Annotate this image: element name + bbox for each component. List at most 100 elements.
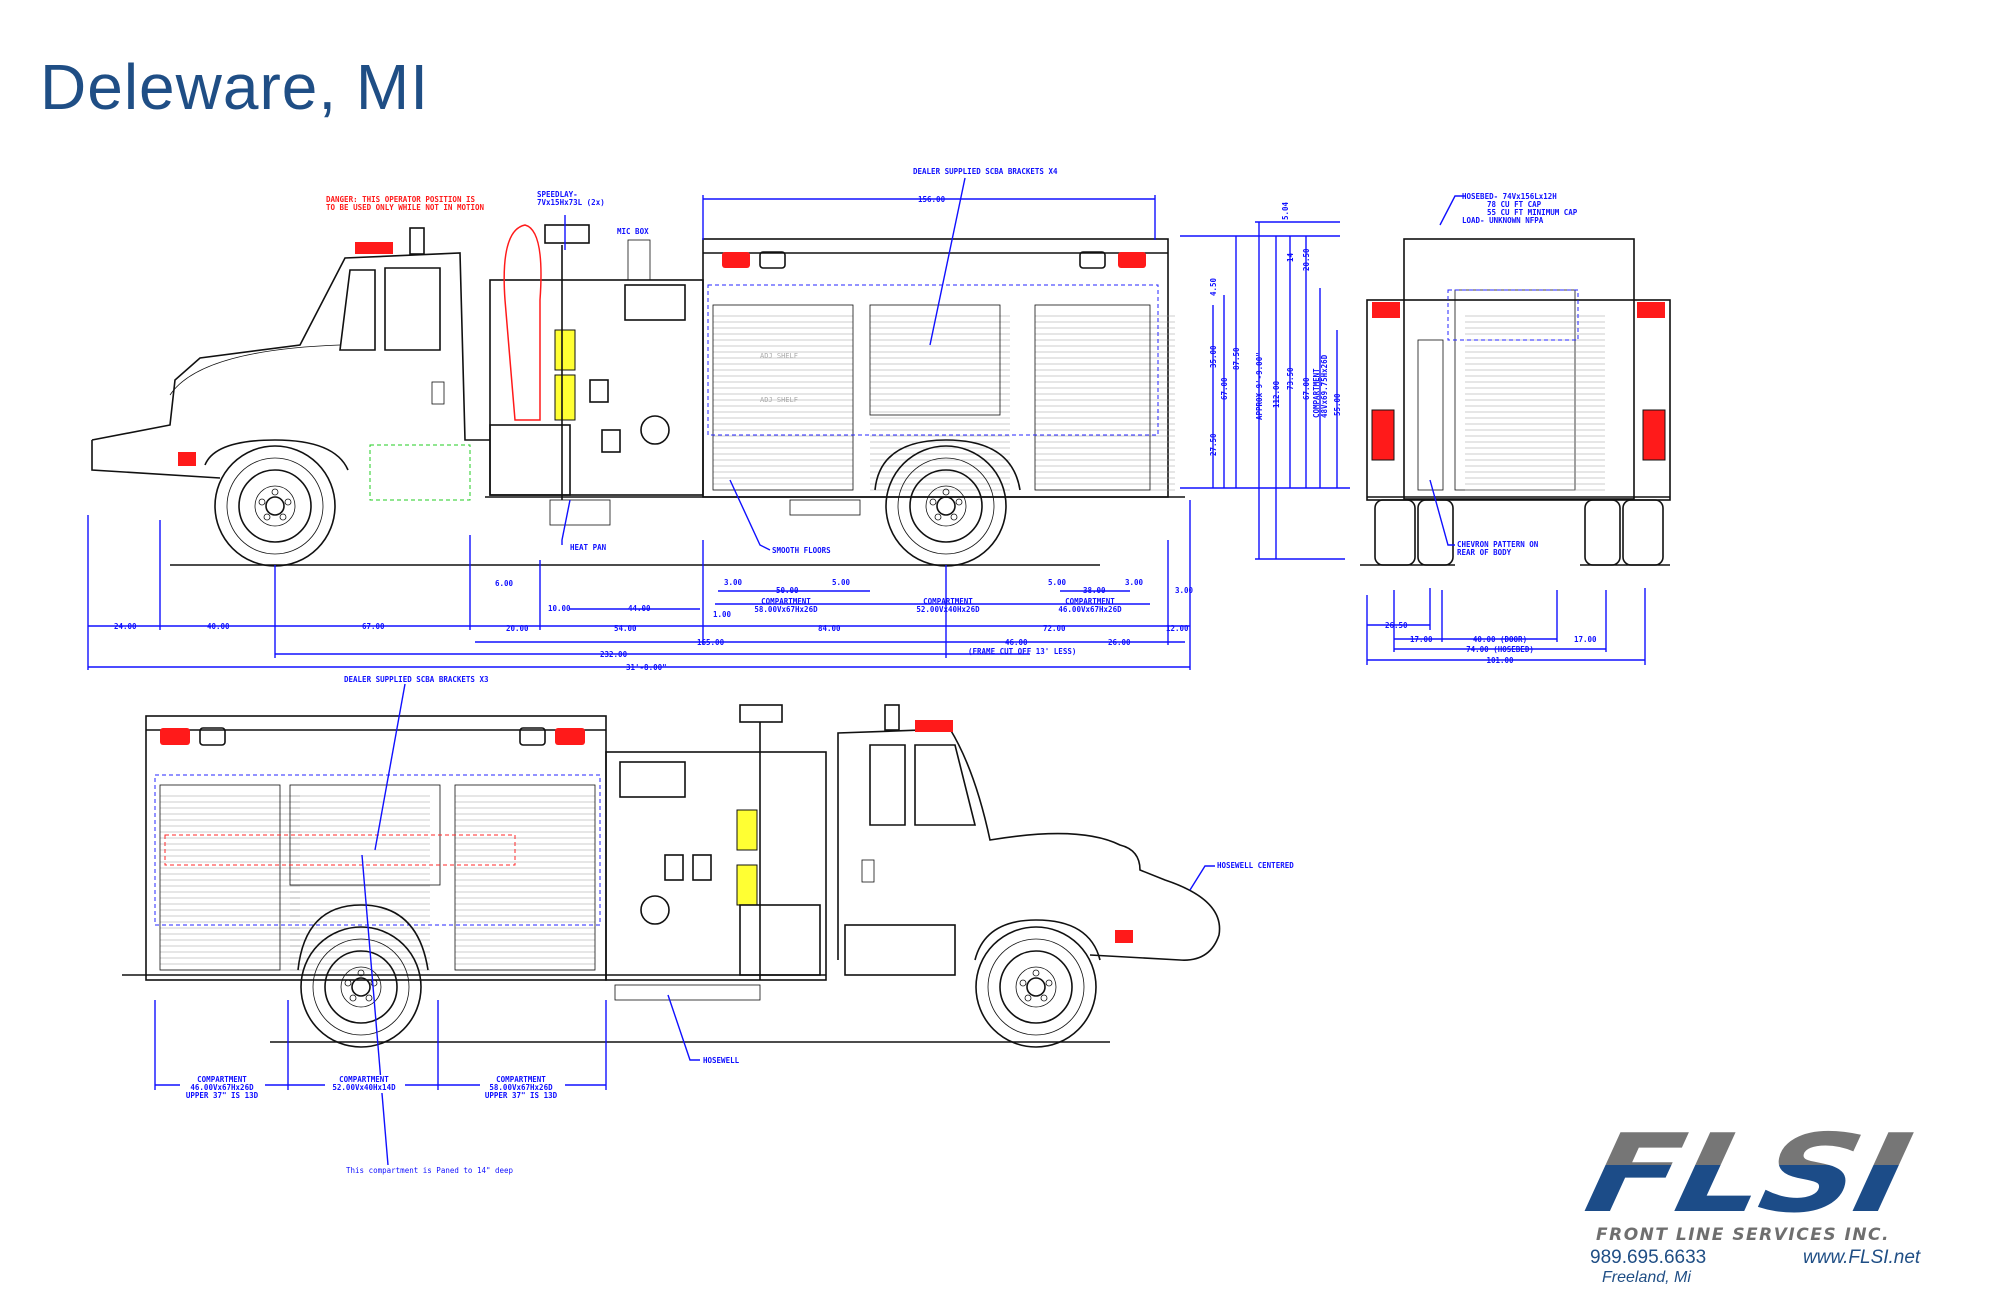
chevron-label: CHEVRON PATTERN ON — [1457, 540, 1539, 549]
dim-label: 72.00 — [1043, 624, 1066, 633]
scba-brackets-label: DEALER SUPPLIED SCBA BRACKETS X3 — [344, 675, 489, 684]
body-length-dim: 156.00 — [918, 195, 946, 204]
dim-label: 20.50 — [1302, 248, 1311, 271]
upper-dimensions: 6.00 3.00 50.00 5.00 5.00 38.00 3.00 3.0… — [495, 578, 1194, 619]
body — [702, 238, 1169, 498]
speedlay-size: 7Vx15Hx73L (2x) — [537, 198, 605, 207]
compartment-door-3 — [1034, 315, 1176, 491]
shelf-label: ADJ SHELF — [760, 396, 798, 404]
speedlay-bracket — [739, 704, 783, 723]
operator-figure — [503, 224, 542, 421]
compartment-size: 46.00Vx67Hx26D — [1058, 605, 1122, 614]
compartment-size: 52.00Vx40Hx14D — [332, 1083, 396, 1092]
compartment-title: COMPARTMENT — [496, 1075, 546, 1084]
dim-label: 67.00 — [1302, 377, 1311, 400]
rear-view: HOSEBED- 74Vx156Lx12H 78 CU FT CAP 55 CU… — [1360, 192, 1671, 665]
hosebed-min-capacity: 55 CU FT MINIMUM CAP — [1487, 208, 1578, 217]
siren — [884, 704, 900, 731]
dim-label: 6.00 — [495, 579, 514, 588]
compartment-title: COMPARTMENT — [1065, 597, 1115, 606]
dim-label: 165.00 — [697, 638, 725, 647]
compartment-door-3 — [454, 795, 596, 971]
dim-label: 20.00 — [506, 624, 529, 633]
speedlay-bracket — [544, 224, 590, 244]
dim-label: 112.00 — [1272, 380, 1281, 408]
dim-label: 55.00 — [1333, 393, 1342, 416]
compartment-size: 52.00Vx40Hx26D — [916, 605, 980, 614]
dim-label: 4.50 — [1209, 277, 1218, 296]
cab-outline — [837, 728, 1221, 961]
dim-label: 12.00 — [1166, 624, 1189, 633]
hosewell-centered-label: HOSEWELL CENTERED — [1217, 861, 1294, 870]
compartment-title: COMPARTMENT — [339, 1075, 389, 1084]
heat-pan-label: HEAT PAN — [570, 543, 607, 552]
dim-label: 73.50 — [1286, 367, 1295, 390]
front-wheel — [214, 445, 336, 567]
hosebed-label: HOSEBED- 74Vx156Lx12H — [1462, 192, 1557, 201]
dim-label: 67.00 — [362, 622, 385, 631]
danger-label-line2: TO BE USED ONLY WHILE NOT IN MOTION — [326, 203, 485, 212]
dim-label: 17.00 — [1410, 635, 1433, 644]
mic-box-label: MIC BOX — [617, 227, 649, 236]
hosewell-label: HOSEWELL — [703, 1056, 740, 1065]
compartment-labels: COMPARTMENT 46.00Vx67Hx26D UPPER 37" IS … — [186, 1075, 558, 1100]
dim-label: 54.00 — [614, 624, 637, 633]
hosewell — [614, 984, 761, 1001]
compartment-note: UPPER 37" IS 13D — [186, 1091, 259, 1100]
compartment-size: 46.00Vx67Hx26D — [190, 1083, 254, 1092]
overall-length-dim: 31'-8.00" — [626, 663, 667, 672]
compartment-labels: COMPARTMENT 58.00Vx67Hx26D COMPARTMENT 5… — [754, 597, 1122, 614]
smooth-floors-label: SMOOTH FLOORS — [772, 546, 831, 555]
dim-label: 87.50 — [1232, 347, 1241, 370]
dim-label: 46.00 — [1005, 638, 1028, 647]
compartment-size: 58.00Vx67Hx26D — [754, 605, 818, 614]
dim-label: 40.00 — [207, 622, 230, 631]
dim-label: 5.04 — [1281, 201, 1290, 220]
dim-label: 14 — [1286, 252, 1295, 262]
dim-label: 17.00 — [1574, 635, 1597, 644]
website-link[interactable]: www.FLSI.net — [1803, 1247, 1921, 1268]
compartment-size: 58.00Vx67Hx26D — [489, 1083, 553, 1092]
dim-label: APPROX 9'-9.00" — [1255, 352, 1264, 420]
dim-label: 3.00 — [1175, 586, 1194, 595]
dim-label: 84.00 — [818, 624, 841, 633]
lower-dimensions: 24.00 40.00 67.00 20.00 54.00 84.00 72.0… — [114, 622, 1189, 672]
dim-label: 232.00 — [600, 650, 628, 659]
dim-label: 10.00 — [548, 604, 571, 613]
compartment-door-1 — [159, 795, 301, 971]
rear-body — [1403, 238, 1635, 500]
rear-ladder — [1417, 339, 1444, 491]
siren — [409, 227, 425, 255]
dim-label: 1.00 — [713, 610, 732, 619]
dim-label: 3.00 — [724, 578, 743, 587]
compartment-note: UPPER 37" IS 13D — [485, 1091, 558, 1100]
officer-side-view: DEALER SUPPLIED SCBA BRACKETS X3 HOSEWEL… — [122, 675, 1294, 1175]
compartment-title: COMPARTMENT — [197, 1075, 247, 1084]
mic-box — [624, 284, 686, 321]
scba-brackets-label: DEALER SUPPLIED SCBA BRACKETS X4 — [913, 167, 1058, 176]
cab-outline — [91, 252, 490, 479]
company-name: FRONT LINE SERVICES INC. — [1596, 1225, 1890, 1245]
flsi-logo: FLSI FRONT LINE SERVICES INC. 989.695.66… — [1576, 1112, 1980, 1290]
rear-wheel — [300, 926, 422, 1048]
rear-wheel — [885, 445, 1007, 567]
dim-label: 24.00 — [114, 622, 137, 631]
compartment-title: COMPARTMENT — [923, 597, 973, 606]
dim-label: 27.50 — [1209, 433, 1218, 456]
dim-label: 5.00 — [832, 578, 851, 587]
hosebed-capacity: 78 CU FT CAP — [1487, 200, 1542, 209]
height-dimensions: 4.50 35.00 67.00 87.50 27.50 5.04 APPROX… — [1209, 201, 1342, 456]
compartment-title: COMPARTMENT — [761, 597, 811, 606]
speedlay-label: SPEEDLAY- — [537, 190, 578, 199]
page-title: Deleware, MI — [40, 51, 429, 123]
dim-label: 26.50 — [1385, 621, 1408, 630]
overall-width-dim: 101.00 — [1486, 656, 1514, 665]
dim-label: 3.00 — [1125, 578, 1144, 587]
driver-side-view: ADJ SHELF ADJ SHELF DANGER: THIS OPERATO… — [87, 167, 1350, 672]
cab-windows — [869, 744, 977, 826]
pump-panel — [489, 279, 704, 496]
hosebed-load: LOAD- UNKNOWN NFPA — [1462, 216, 1544, 225]
company-city: Freeland, Mi — [1602, 1269, 1691, 1286]
cab-windows — [339, 267, 441, 351]
